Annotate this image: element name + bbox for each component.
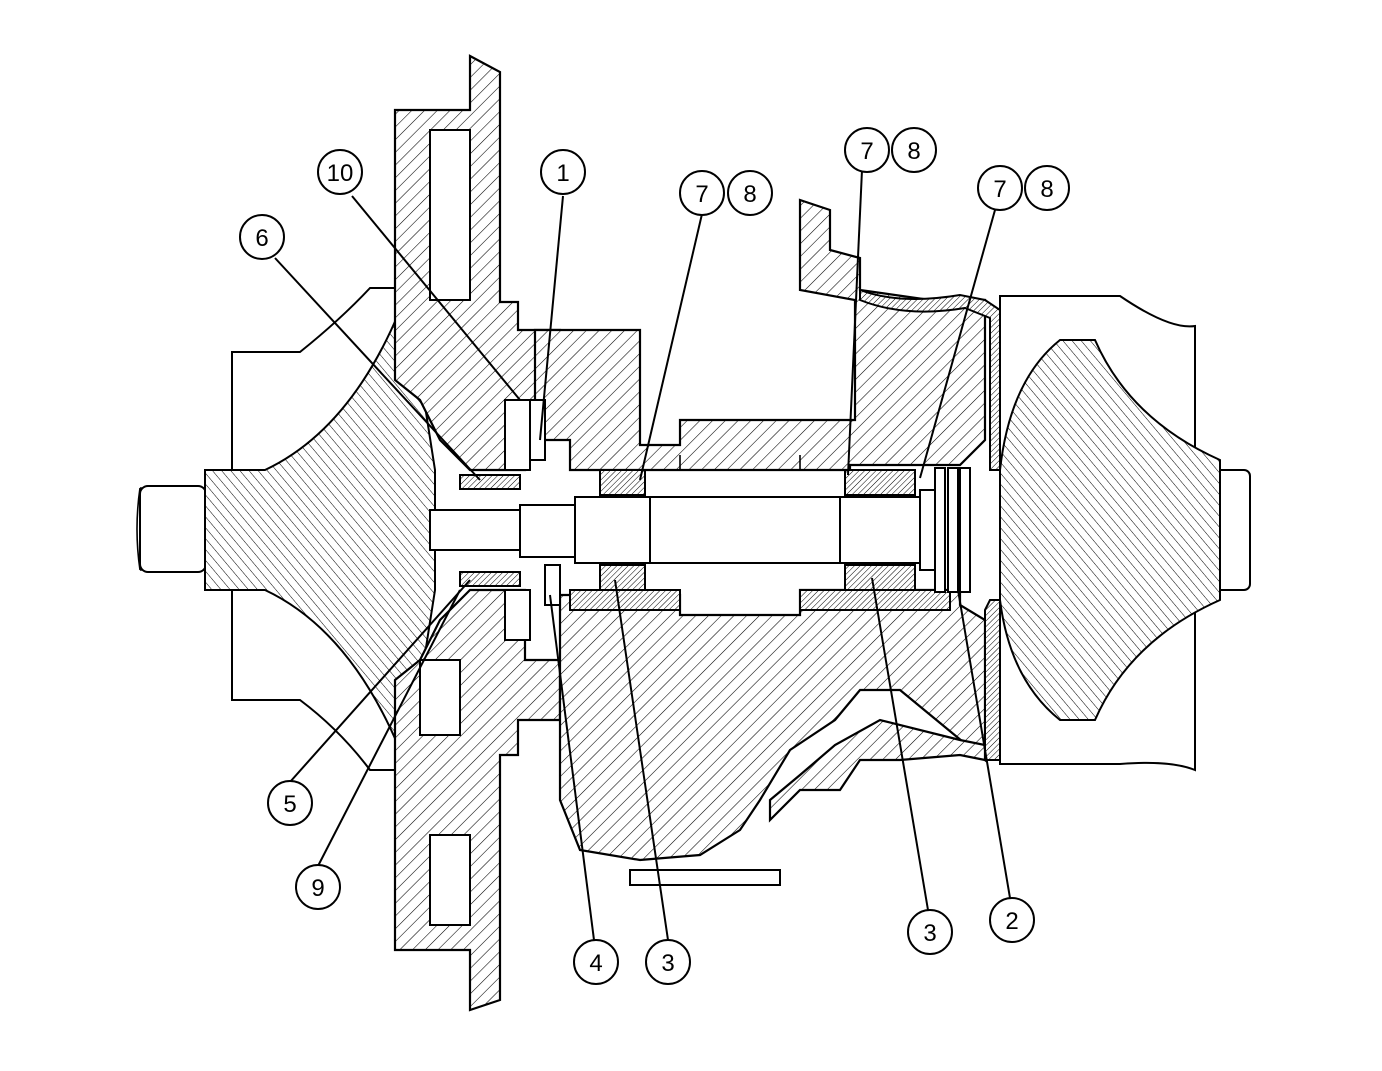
callout-label: 8 xyxy=(907,138,920,165)
callout-7b: 7 xyxy=(844,127,890,173)
callout-label: 2 xyxy=(1005,908,1018,935)
callout-label: 8 xyxy=(1040,176,1053,203)
callout-label: 10 xyxy=(327,160,354,187)
callout-9: 9 xyxy=(295,864,341,910)
turbine-wheel xyxy=(999,339,1221,721)
callout-6: 6 xyxy=(239,214,285,260)
callout-label: 8 xyxy=(743,181,756,208)
piston-rings xyxy=(934,467,971,593)
callout-4: 4 xyxy=(573,939,619,985)
callout-label: 5 xyxy=(283,791,296,818)
callout-7a: 7 xyxy=(679,170,725,216)
callout-5: 5 xyxy=(267,780,313,826)
callout-8b: 8 xyxy=(891,127,937,173)
thrust-collar-seal xyxy=(419,399,561,736)
callout-3a: 3 xyxy=(645,939,691,985)
callout-label: 1 xyxy=(556,160,569,187)
callout-label: 7 xyxy=(860,138,873,165)
callout-label: 3 xyxy=(661,950,674,977)
callout-8a: 8 xyxy=(727,170,773,216)
callout-8c: 8 xyxy=(1024,165,1070,211)
callout-label: 7 xyxy=(993,176,1006,203)
callout-label: 4 xyxy=(589,950,602,977)
callout-2: 2 xyxy=(989,897,1035,943)
callout-label: 7 xyxy=(695,181,708,208)
callout-7c: 7 xyxy=(977,165,1023,211)
shaft xyxy=(429,489,941,571)
compressor-wheel xyxy=(204,309,436,751)
callout-label: 9 xyxy=(311,875,324,902)
turbine-heat-shield xyxy=(859,288,1001,761)
callout-1: 1 xyxy=(540,149,586,195)
leader-lines xyxy=(274,169,1011,941)
center-housing xyxy=(533,198,987,886)
callout-3b: 3 xyxy=(907,909,953,955)
callout-label: 6 xyxy=(255,225,268,252)
callout-label: 3 xyxy=(923,920,936,947)
callout-10: 10 xyxy=(317,149,363,195)
